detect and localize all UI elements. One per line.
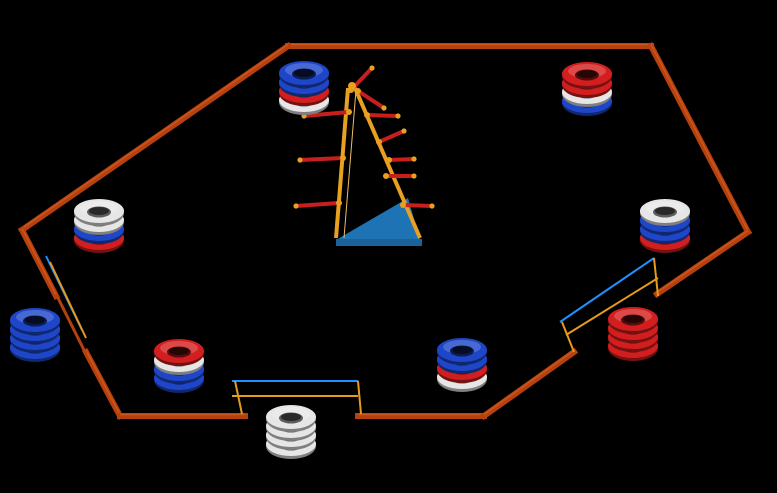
goal-peg-joint-5 [364, 112, 370, 118]
loading-stack-left-ring-4 [10, 308, 60, 335]
goal-peg-tip-3 [293, 203, 299, 209]
loading-stack-right-ring-4 [608, 307, 658, 334]
wall-bottom-diagonal-highlight [483, 349, 575, 416]
goal-peg-tip-10 [381, 105, 387, 111]
gate-right-post [653, 257, 659, 297]
goal-peg-tip-5 [395, 113, 401, 119]
ring-stack-top-right-ring-4 [562, 62, 612, 89]
goal-peg-tip-7 [411, 156, 417, 162]
ring-stack-right-ring-4 [640, 199, 690, 226]
loading-stack-left [10, 308, 60, 362]
ring-stack-left [74, 199, 124, 253]
gate-bottom-right-post [357, 380, 362, 415]
loading-stack-bottom-ring-4 [266, 405, 316, 432]
field-walls [17, 41, 753, 421]
gate-right-orange [565, 277, 659, 336]
gate-bottom-left-post [234, 380, 243, 415]
goal-peg-7 [387, 157, 416, 162]
wall-right-lower-highlight [656, 229, 749, 294]
goal-peg-tip-9 [411, 173, 417, 179]
goal-peg-joint-7 [386, 157, 392, 163]
ring-stack-left-ring-4 [74, 199, 124, 226]
goal-peg-tip-4 [369, 65, 375, 71]
wall-left-lower-highlight [85, 350, 121, 415]
goal-peg-3 [294, 201, 341, 208]
goal-peg-tip-8 [429, 203, 435, 209]
ring-stack-top-left-ring-4 [279, 61, 329, 88]
goal-peg-2 [298, 156, 345, 162]
ring-stack-right [640, 199, 690, 253]
goal-top-joint [348, 82, 356, 90]
wall-right-lower [652, 227, 753, 299]
loading-gates [45, 255, 659, 415]
goal-peg-1 [302, 110, 351, 118]
center-goal [293, 65, 435, 246]
wall-top-right-highlight [650, 44, 749, 231]
goal-peg-8 [401, 203, 434, 208]
gate-right-inner-post [561, 321, 575, 353]
goal-peg-10 [356, 89, 386, 110]
wall-left-upper-highlight [21, 228, 57, 295]
goal-peg-joint-6 [376, 139, 382, 145]
goal-peg-joint-9 [383, 173, 389, 179]
goal-peg-5 [365, 113, 400, 118]
goal-peg-joint-3 [336, 200, 342, 206]
ring-stacks [10, 61, 690, 459]
ring-stack-bottom-left-ring-4 [154, 339, 204, 366]
goal-peg-joint-2 [340, 155, 346, 161]
goal-peg-joint-8 [400, 202, 406, 208]
goal-peg-joint-10 [355, 88, 361, 94]
ring-stack-top-right [562, 62, 612, 116]
ring-stack-bottom-left [154, 339, 204, 393]
wall-top-left [17, 41, 293, 235]
ring-stack-bottom-right-ring-4 [437, 338, 487, 365]
goal-peg-6 [377, 129, 406, 144]
goal-base-plate [336, 239, 422, 246]
wall-top-left-highlight [21, 43, 289, 230]
goal-base-ramp [336, 198, 420, 240]
goal-pole-left-highlight [343, 89, 357, 239]
ring-stack-bottom-right [437, 338, 487, 392]
ring-stack-top-left [279, 61, 329, 115]
gate-left-orange [49, 261, 87, 339]
goal-peg-tip-6 [401, 128, 407, 134]
wall-bottom-diagonal [479, 347, 579, 421]
loading-stack-right [608, 307, 658, 361]
gate-right-blue [559, 257, 655, 323]
goal-peg-tip-2 [297, 157, 303, 163]
gate-left-post [54, 293, 88, 355]
goal-peg-joint-1 [346, 109, 352, 115]
loading-stack-bottom [266, 405, 316, 459]
